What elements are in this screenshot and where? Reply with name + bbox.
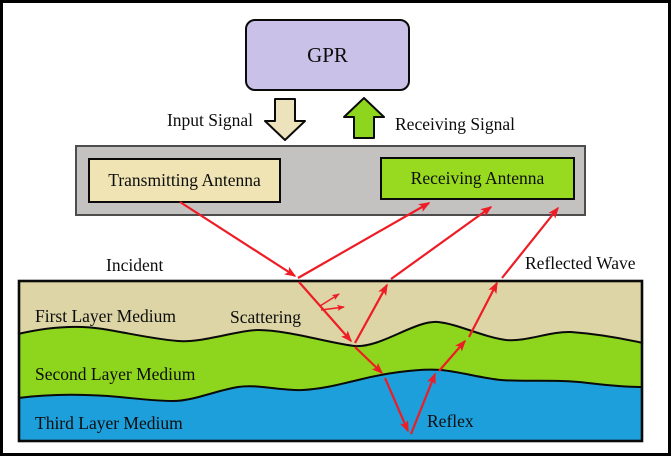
transmitting-antenna-label: Transmitting Antenna — [108, 170, 261, 190]
input-signal-label: Input Signal — [166, 110, 253, 130]
first-layer-label: First Layer Medium — [35, 306, 176, 326]
transmitting-antenna-box: Transmitting Antenna — [88, 158, 281, 203]
ground-box-outline — [17, 279, 644, 443]
incident-label: Incident — [106, 255, 164, 275]
receiving-signal-arrow-icon — [343, 97, 385, 139]
input-signal-arrow-icon — [264, 98, 306, 141]
second-third-boundary-line — [17, 368, 644, 403]
reflex-label: Reflex — [427, 411, 474, 431]
third-layer-label: Third Layer Medium — [35, 413, 183, 433]
reflected-wave-label: Reflected Wave — [525, 253, 636, 273]
first-second-boundary-line — [17, 320, 644, 348]
scattering-label: Scattering — [230, 307, 301, 327]
receiving-antenna-label: Receiving Antenna — [410, 168, 545, 188]
receiving-signal-label: Receiving Signal — [395, 114, 516, 134]
receiving-antenna-box: Receiving Antenna — [380, 157, 575, 200]
gpr-label: GPR — [307, 42, 348, 67]
gpr-box: GPR — [245, 19, 410, 91]
second-layer-label: Second Layer Medium — [35, 364, 196, 384]
